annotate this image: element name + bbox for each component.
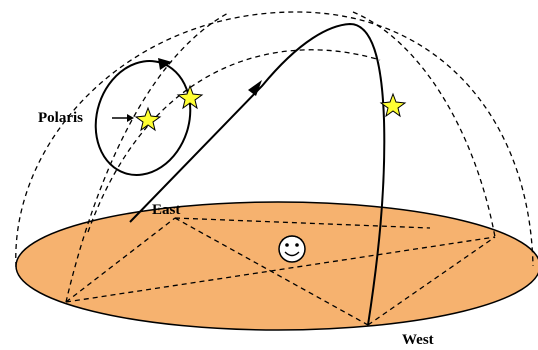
polaris-label: Polaris [38, 110, 83, 126]
sun-path [129, 22, 386, 326]
polaris-pointer-head-icon [127, 114, 134, 122]
orbit-arrow-icon [158, 58, 172, 70]
horizon-plane [15, 201, 538, 331]
star-left-icon [176, 84, 204, 110]
polaris-star-icon [134, 106, 162, 132]
right-dashed-arc [352, 11, 496, 238]
equator-arc [87, 49, 381, 233]
sun-path-arrow-icon [248, 80, 262, 96]
west-label: West [402, 332, 434, 348]
ground-line-sw [367, 236, 496, 326]
meridian-arc [65, 11, 231, 303]
ground-line-diag [174, 217, 431, 229]
ground-line-ew [65, 236, 496, 303]
celestial-dome [15, 11, 534, 268]
observer-smiley-icon [278, 235, 306, 263]
ground-line-ne [65, 217, 176, 303]
east-label: East [152, 202, 180, 218]
star-right-icon [379, 92, 407, 118]
